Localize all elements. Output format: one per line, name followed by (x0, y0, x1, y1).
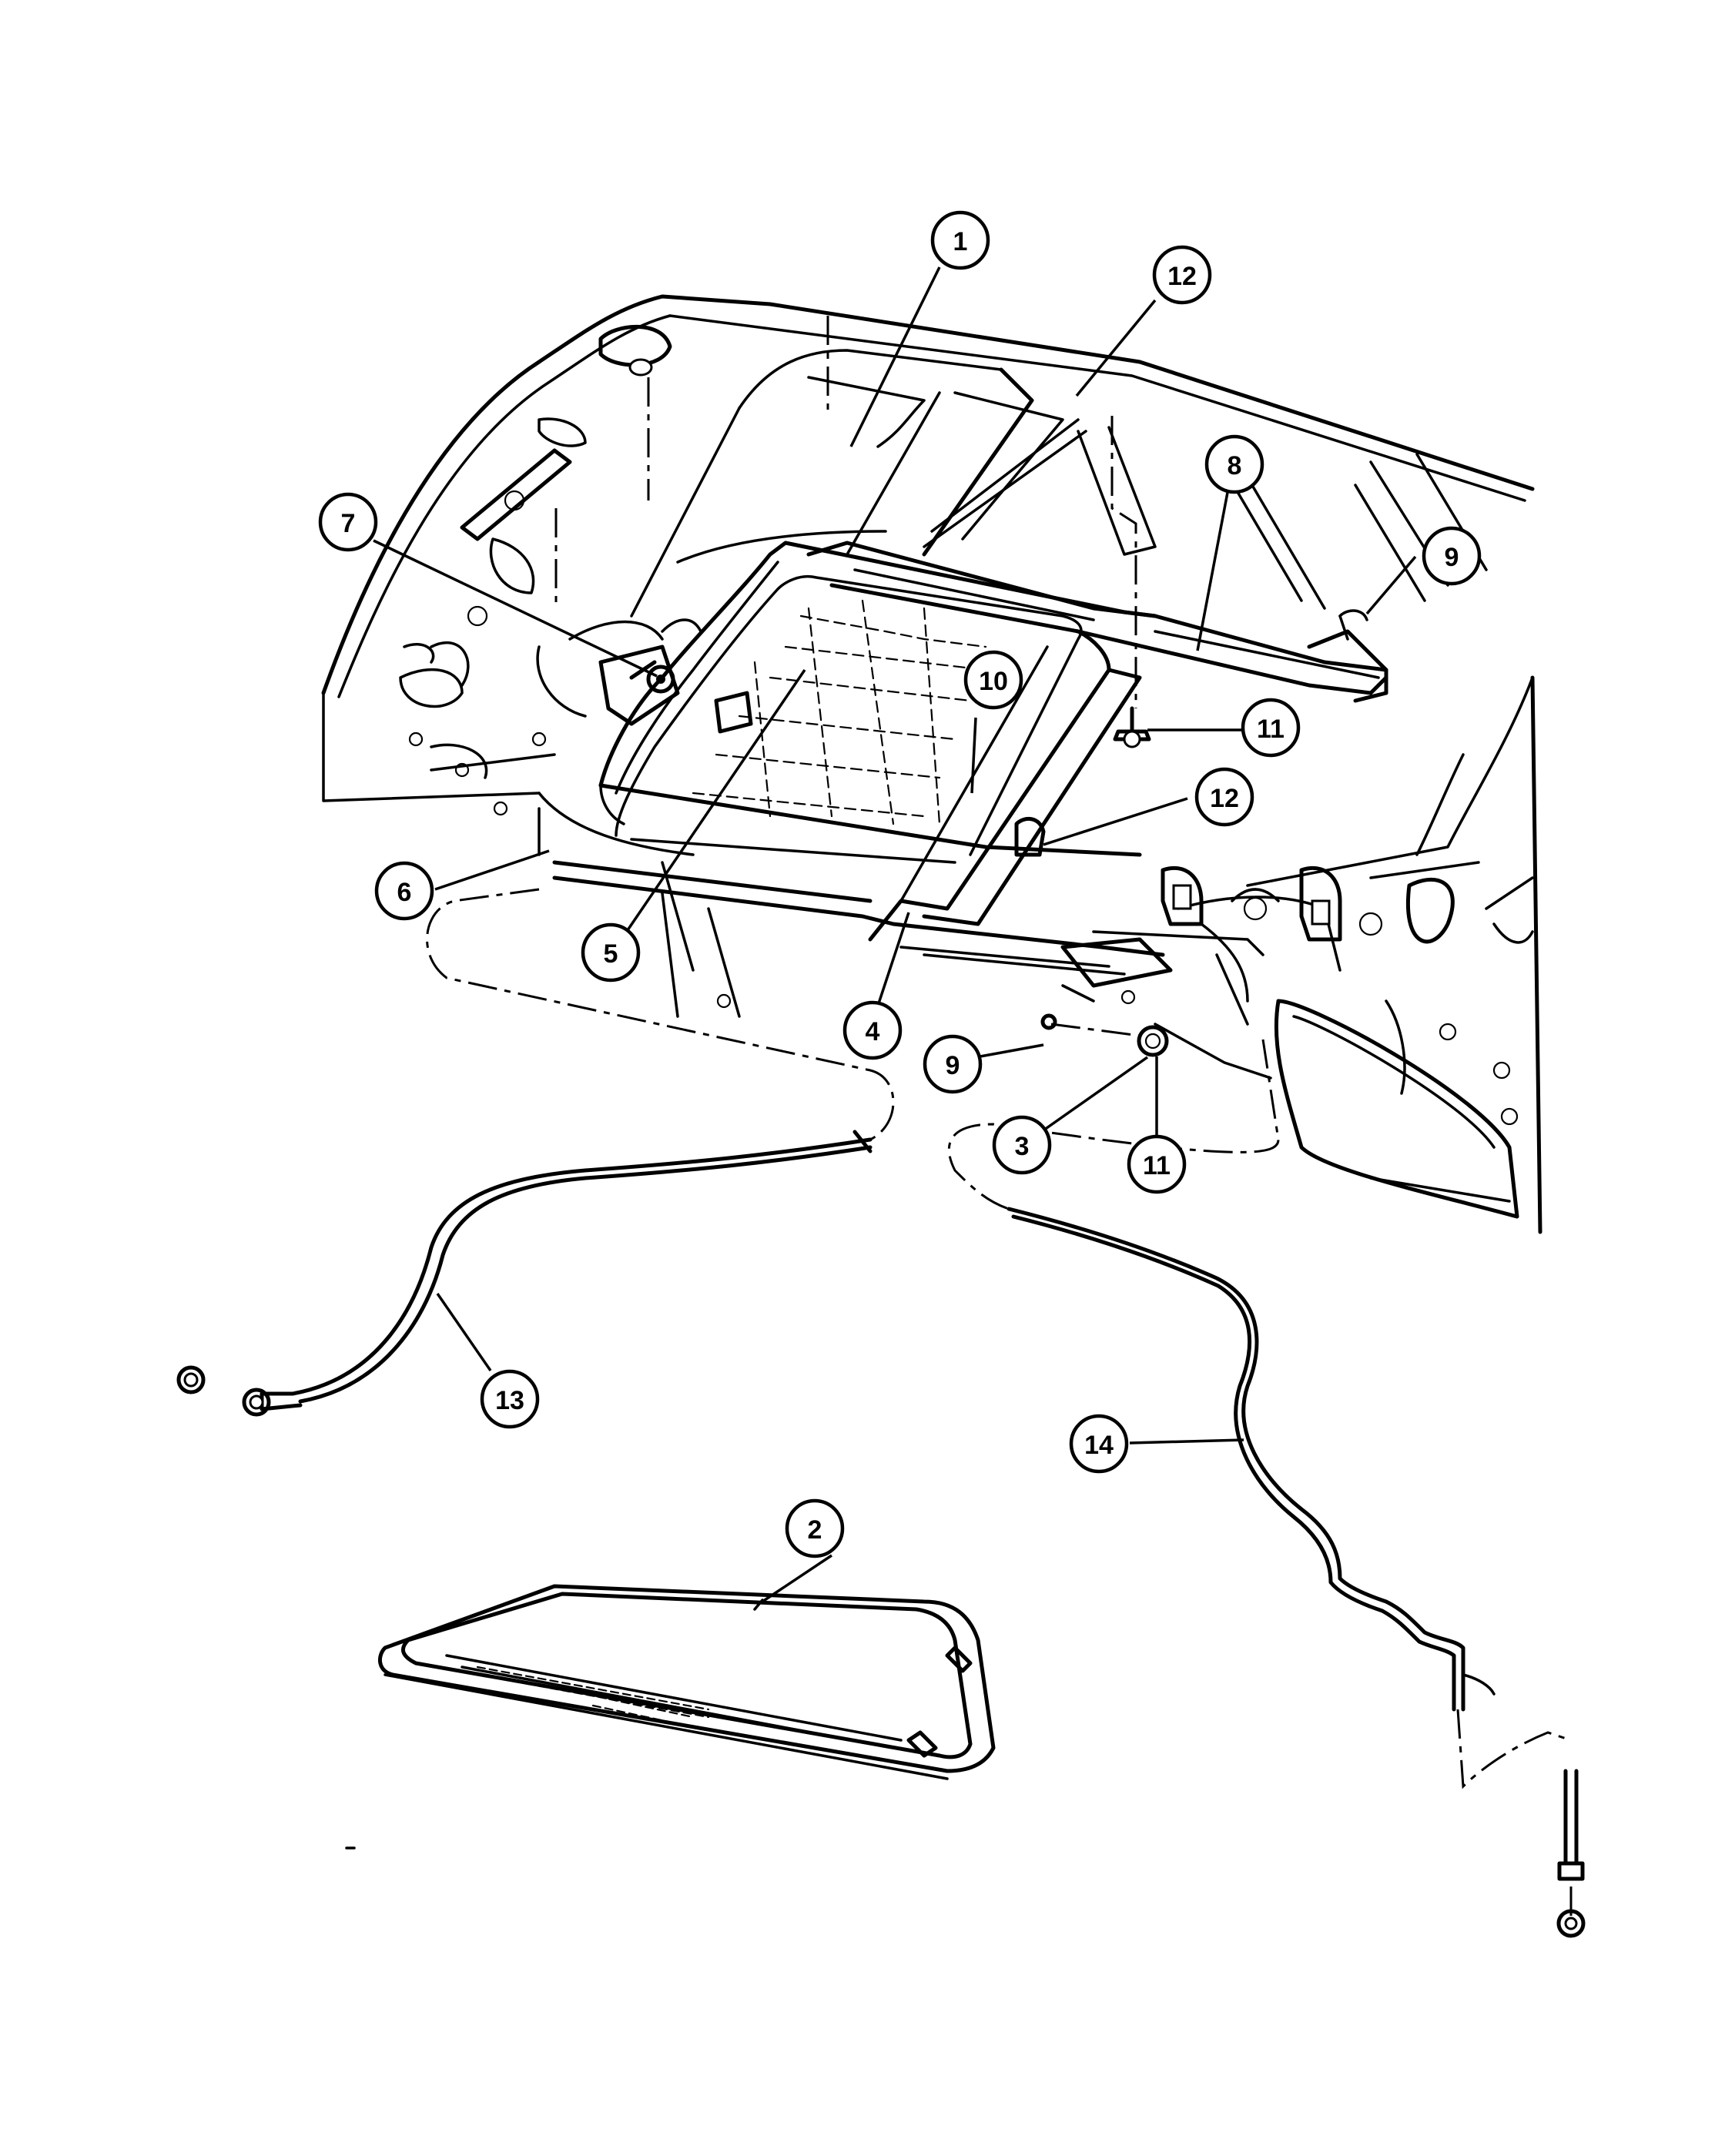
fasteners-drawing (1014, 416, 1368, 1057)
callout-8: 8 (1204, 434, 1264, 494)
callout-9: 9 (1422, 526, 1482, 586)
callout-4: 4 (842, 1000, 903, 1060)
callout-5: 5 (581, 922, 641, 983)
svg-text:11: 11 (1143, 1151, 1171, 1180)
svg-text:2: 2 (808, 1515, 822, 1545)
svg-text:11: 11 (1257, 715, 1285, 744)
svg-text:12: 12 (1210, 784, 1239, 813)
svg-text:8: 8 (1228, 451, 1242, 480)
callout-1: 1 (930, 210, 990, 270)
callout-9: 9 (923, 1034, 983, 1094)
svg-text:12: 12 (1167, 262, 1197, 291)
callout-7: 7 (318, 492, 378, 552)
leader-lines (373, 266, 1417, 1603)
drain-hoses-drawing (176, 888, 1586, 1938)
callout-3: 3 (992, 1115, 1052, 1175)
roof-panel-drawing (321, 294, 1542, 1234)
callouts: 1 12 8 9 7 10 11 12 (318, 210, 1482, 1558)
svg-text:9: 9 (946, 1051, 960, 1080)
svg-text:10: 10 (979, 667, 1008, 696)
callout-12: 12 (1152, 245, 1212, 305)
svg-text:5: 5 (604, 939, 618, 969)
svg-text:13: 13 (495, 1386, 524, 1415)
svg-text:1: 1 (953, 227, 968, 256)
callout-14: 14 (1069, 1414, 1129, 1474)
svg-text:6: 6 (397, 878, 412, 907)
svg-text:3: 3 (1015, 1132, 1030, 1161)
svg-text:9: 9 (1445, 543, 1459, 572)
callout-11: 11 (1127, 1134, 1187, 1194)
svg-text:4: 4 (866, 1017, 880, 1046)
callout-2: 2 (785, 1498, 845, 1558)
svg-text:14: 14 (1084, 1431, 1114, 1460)
callout-13: 13 (480, 1369, 540, 1429)
callout-11: 11 (1241, 698, 1301, 758)
callout-10: 10 (963, 650, 1023, 710)
svg-text:7: 7 (341, 509, 356, 538)
callout-12: 12 (1194, 767, 1254, 827)
callout-6: 6 (374, 861, 434, 921)
sunroof-glass-panel-drawing (345, 1584, 996, 1850)
